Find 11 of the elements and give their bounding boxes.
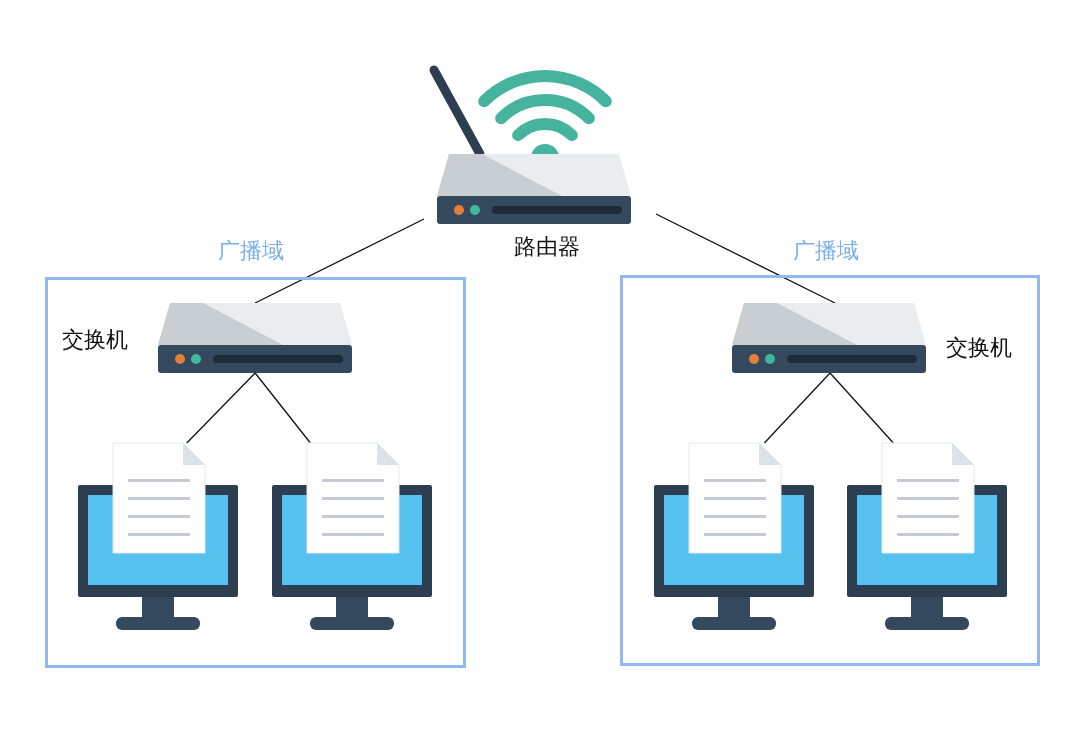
connector-line: [655, 213, 836, 304]
connector-line: [254, 218, 425, 304]
device-label: 交换机: [946, 335, 1012, 361]
domain-label: 广播域: [793, 238, 859, 264]
connector-line: [186, 372, 256, 444]
device-label: 交换机: [62, 327, 128, 353]
domain-label: 广播域: [218, 238, 284, 264]
device-label: 路由器: [514, 234, 580, 260]
connector-line: [254, 372, 312, 444]
connector-line: [763, 372, 831, 444]
connector-line: [829, 372, 895, 444]
